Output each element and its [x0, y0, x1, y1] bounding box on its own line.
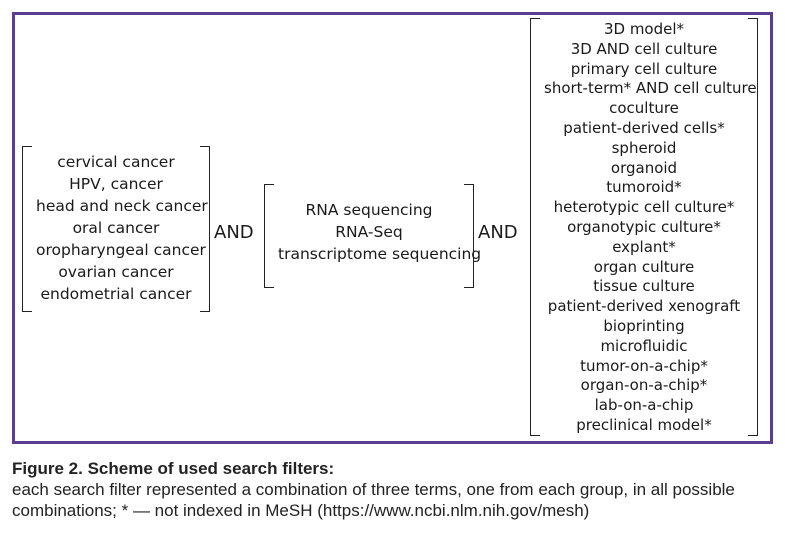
- term: organ culture: [593, 257, 695, 276]
- group-3-model-terms: 3D model* 3D AND cell culture primary ce…: [530, 18, 758, 436]
- term: HPV, cancer: [69, 175, 163, 193]
- term: 3D model*: [603, 20, 685, 38]
- caption-text: each search filter represented a combina…: [12, 480, 735, 520]
- term: cervical cancer: [57, 153, 175, 171]
- term: patient-derived cells*: [563, 118, 725, 137]
- term: explant*: [612, 237, 676, 256]
- caption-title: Figure 2. Scheme of used search filters:: [12, 459, 335, 478]
- term: patient-derived xenograft: [547, 297, 741, 316]
- group-2-sequencing-terms: RNA sequencing RNA-Seq transcriptome seq…: [264, 184, 482, 288]
- term: organotypic culture*: [567, 217, 721, 236]
- term: bioprinting: [603, 316, 685, 335]
- figure-caption: Figure 2. Scheme of used search filters:…: [12, 458, 777, 521]
- left-bracket: [22, 146, 32, 312]
- term: organ-on-a-chip*: [580, 376, 708, 395]
- term: oral cancer: [72, 219, 160, 237]
- and-operator: AND: [478, 222, 518, 243]
- right-bracket: [200, 146, 210, 312]
- term: microfluidic: [600, 336, 688, 355]
- term: tumor-on-a-chip*: [580, 356, 708, 375]
- term: heterotypic cell culture*: [553, 198, 735, 217]
- term: ovarian cancer: [58, 263, 174, 281]
- term: head and neck cancer: [36, 197, 208, 215]
- diagram-frame: [12, 12, 773, 444]
- term: organoid: [610, 158, 678, 177]
- term: coculture: [609, 99, 679, 118]
- right-bracket: [464, 184, 474, 288]
- left-bracket: [264, 184, 274, 288]
- and-operator: AND: [214, 222, 254, 243]
- term: RNA-Seq: [335, 223, 403, 241]
- left-bracket: [530, 18, 540, 436]
- term: transcriptome sequencing: [278, 245, 482, 263]
- term: lab-on-a-chip: [594, 396, 694, 415]
- term: RNA sequencing: [305, 201, 433, 219]
- term: oropharyngeal cancer: [36, 241, 206, 259]
- term-list: cervical cancer HPV, cancer head and nec…: [22, 146, 210, 305]
- term-list: 3D model* 3D AND cell culture primary ce…: [530, 18, 758, 436]
- term: primary cell culture: [570, 59, 718, 78]
- term: endometrial cancer: [40, 285, 192, 303]
- term: tissue culture: [593, 277, 695, 296]
- term: spheroid: [611, 138, 677, 157]
- term-list: RNA sequencing RNA-Seq transcriptome seq…: [264, 184, 482, 265]
- term: short-term* AND cell culture: [544, 79, 757, 98]
- group-1-cancer-terms: cervical cancer HPV, cancer head and nec…: [22, 146, 210, 312]
- term: 3D AND cell culture: [570, 39, 718, 58]
- term: tumoroid*: [606, 178, 682, 197]
- right-bracket: [748, 18, 758, 436]
- term: preclinical model*: [576, 415, 712, 434]
